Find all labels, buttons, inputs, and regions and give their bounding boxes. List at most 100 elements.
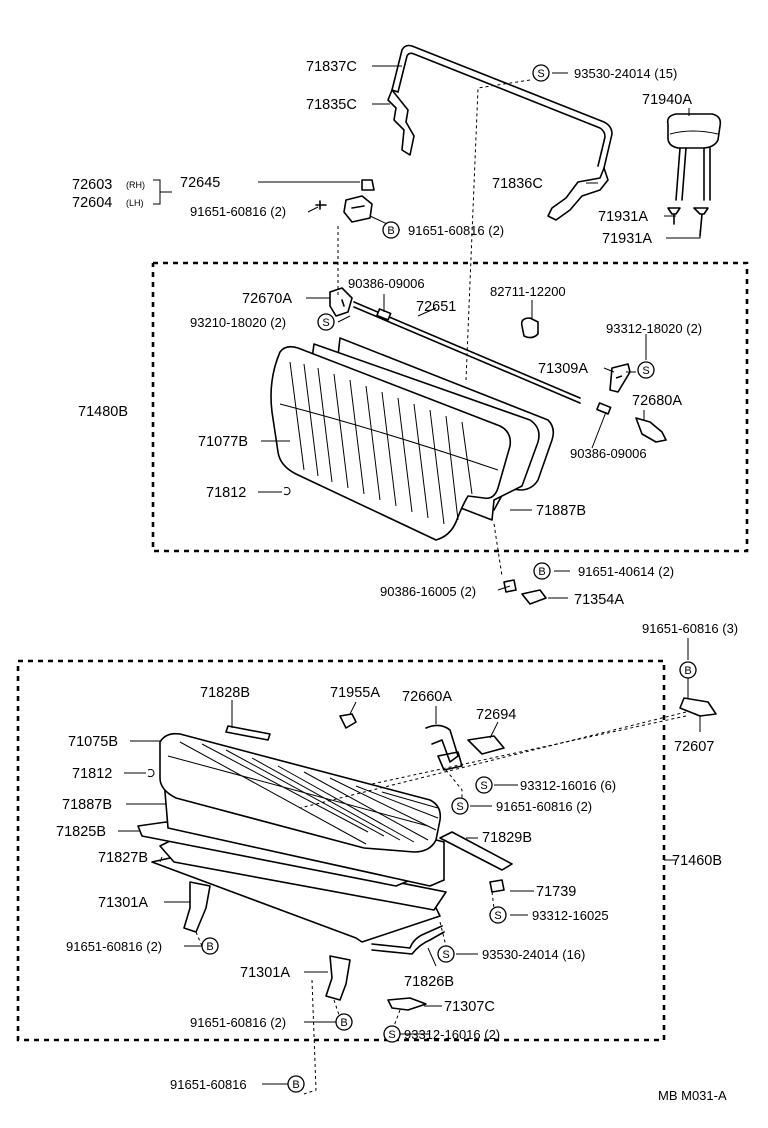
leader-lines [118, 65, 701, 1085]
svg-text:B: B [684, 665, 691, 677]
marker-b: B [382, 221, 400, 239]
svg-text:S: S [322, 317, 329, 329]
label-71835C: 71835C [306, 97, 357, 113]
svg-text:S: S [456, 801, 463, 813]
label-72651: 72651 [416, 299, 456, 315]
svg-text:B: B [292, 1079, 299, 1091]
label-71955A: 71955A [330, 685, 380, 701]
label-93530-24014-15: 93530-24014 (15) [574, 66, 677, 81]
latch-bracket-part [343, 195, 373, 223]
seatback-lock-part [329, 287, 353, 317]
label-71829B: 71829B [482, 830, 532, 846]
seat-cushion-part [159, 732, 442, 853]
label-71825B: 71825B [56, 824, 106, 840]
label-71077B: 71077B [198, 434, 248, 450]
part-labels: 71837C 71835C 93530-24014 (15) 71940A 72… [56, 59, 738, 1103]
striker-bracket-part [609, 363, 631, 393]
seatback-assembly-frame [151, 261, 749, 553]
svg-text:S: S [442, 949, 449, 961]
label-71812-b: 71812 [72, 766, 112, 782]
label-72604: 72604 [72, 195, 112, 211]
marker-s: S [383, 1025, 401, 1043]
label-72670A: 72670A [242, 291, 292, 307]
label-91651-60816-2-b: 91651-60816 (2) [408, 223, 504, 238]
label-91651-60816-3: 91651-60816 (3) [642, 621, 738, 636]
seat-wire-part [371, 931, 445, 955]
svg-text:B: B [538, 566, 545, 578]
marker-s: S [437, 945, 455, 963]
label-91651-40614-2: 91651-40614 (2) [578, 564, 674, 579]
seat-hook-part [425, 724, 459, 763]
label-93312-18020-2: 93312-18020 (2) [606, 321, 702, 336]
bushing-part [376, 308, 392, 321]
label-90386-09006-a: 90386-09006 [348, 276, 425, 291]
svg-text:S: S [537, 68, 544, 80]
label-71931A-2: 71931A [602, 231, 652, 247]
label-rh: (RH) [126, 180, 145, 190]
seatback-cushion-part [270, 345, 512, 541]
marker-s: S [451, 797, 469, 815]
hog-ring-part [147, 769, 155, 778]
marker-b: B [679, 661, 697, 679]
label-71301A-2: 71301A [240, 965, 290, 981]
label-71480B: 71480B [78, 404, 128, 420]
label-72645: 72645 [180, 175, 220, 191]
seat-striker-part [679, 697, 717, 717]
label-93530-24014-16: 93530-24014 (16) [482, 947, 585, 962]
seatback-lock-right-part [635, 417, 667, 443]
marker-s: S [489, 906, 507, 924]
svg-text:S: S [642, 365, 649, 377]
label-71931A-1: 71931A [598, 209, 648, 225]
cushion-strap-part [225, 725, 271, 741]
marker-s: S [532, 64, 550, 82]
marker-s: S [475, 776, 493, 794]
seat-wire-part [371, 925, 443, 949]
hog-ring-part [283, 487, 291, 496]
seat-lock-bracket-part [467, 735, 505, 755]
seat-cushion-assembly-frame [16, 659, 666, 1042]
label-91651-60816-2-c: 91651-60816 (2) [496, 799, 592, 814]
label-71307C: 71307C [444, 999, 495, 1015]
label-93210-18020-2: 93210-18020 (2) [190, 315, 286, 330]
latch-knob-part [361, 179, 375, 191]
headrest-support-part [693, 207, 709, 237]
label-71887B-a: 71887B [536, 503, 586, 519]
label-91651-60816-2-a: 91651-60816 (2) [190, 204, 286, 219]
marker-b: B [287, 1075, 305, 1093]
svg-text:B: B [340, 1017, 347, 1029]
label-71354A: 71354A [574, 592, 624, 608]
label-72660A: 72660A [402, 689, 452, 705]
rod-bracket-part [387, 89, 415, 156]
seatback-frame-rod-part [391, 44, 613, 169]
wire-clip-part [520, 317, 539, 339]
svg-text:S: S [480, 780, 487, 792]
label-82711-12200: 82711-12200 [490, 284, 566, 299]
marker-b: B [201, 937, 219, 955]
label-lh: (LH) [126, 198, 144, 208]
label-91651-60816-2-d: 91651-60816 (2) [66, 939, 162, 954]
label-71812-a: 71812 [206, 485, 246, 501]
label-93312-16016-2: 93312-16016 (2) [404, 1027, 500, 1042]
label-71836C: 71836C [492, 176, 543, 192]
rod-bracket-right-part [547, 167, 609, 221]
label-93312-16016-6: 93312-16016 (6) [520, 778, 616, 793]
label-71940A: 71940A [642, 92, 692, 108]
cushion-bolt-part [339, 713, 357, 729]
bushing-part [596, 402, 612, 415]
label-71887B-b: 71887B [62, 797, 112, 813]
label-71739: 71739 [536, 884, 576, 900]
label-71837C: 71837C [306, 59, 357, 75]
label-72694: 72694 [476, 707, 516, 723]
label-90386-09006-b: 90386-09006 [570, 446, 647, 461]
screw-part [315, 200, 327, 210]
seat-hinge-bracket-part [183, 881, 211, 933]
label-71309A: 71309A [538, 361, 588, 377]
assembly-dash-lines [195, 79, 687, 1095]
marker-b: B [533, 562, 551, 580]
label-71828B: 71828B [200, 685, 250, 701]
headrest-part [666, 113, 722, 201]
label-71460B: 71460B [672, 853, 722, 869]
label-72607: 72607 [674, 739, 714, 755]
seat-lock-plate-part [387, 997, 427, 1011]
label-91651-60816-2-e: 91651-60816 (2) [190, 1015, 286, 1030]
